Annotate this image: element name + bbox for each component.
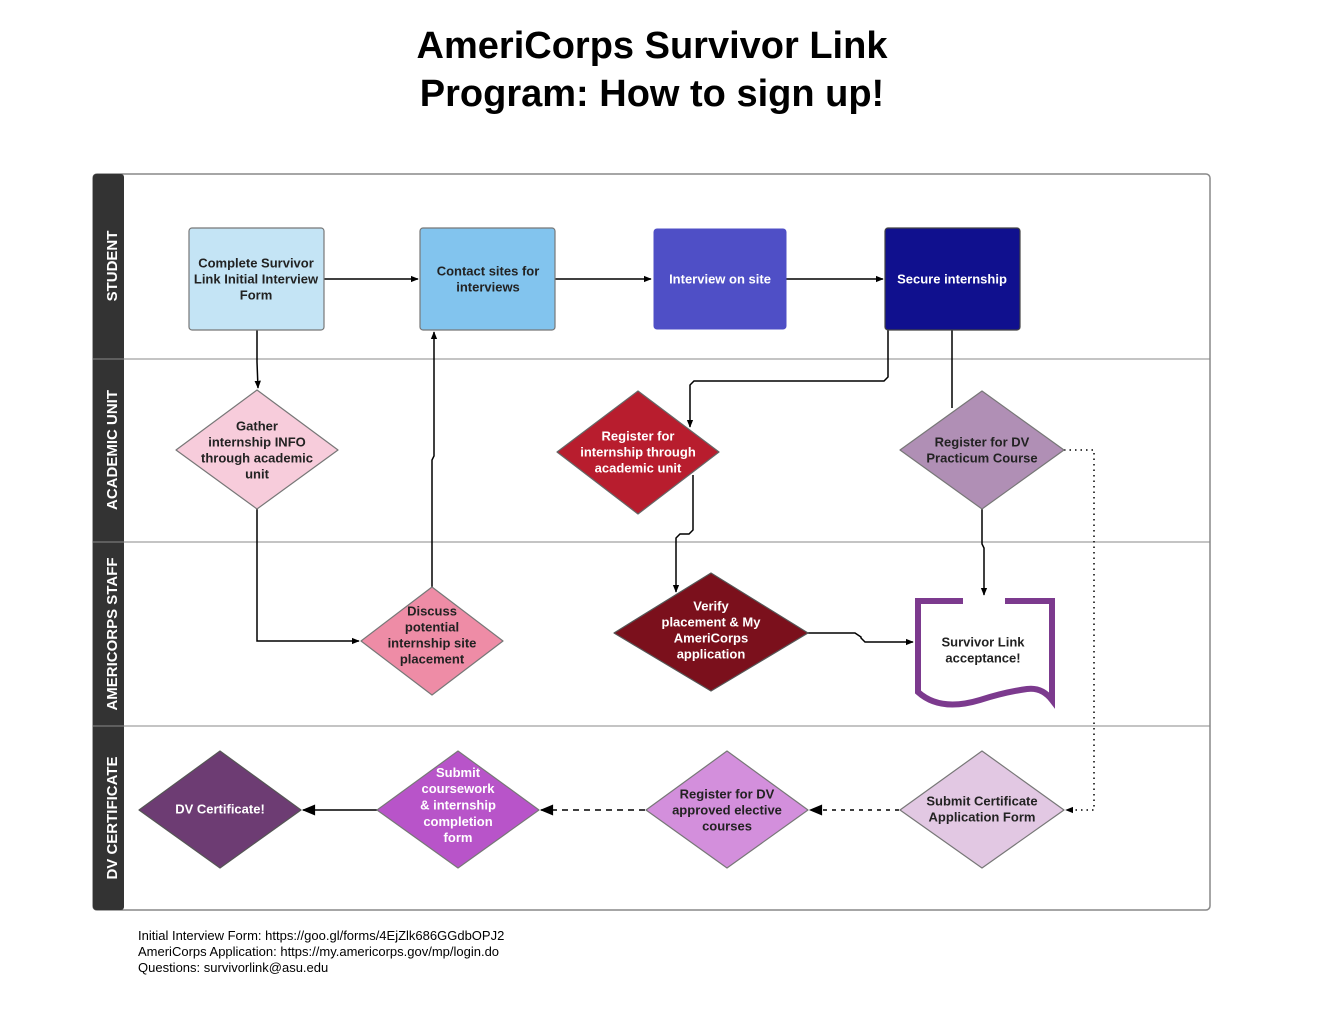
node-label-line: courses bbox=[702, 819, 752, 834]
footer-notes: Initial Interview Form: https://goo.gl/f… bbox=[138, 928, 504, 976]
node-label-line: placement bbox=[400, 652, 465, 667]
node-label-line: Complete Survivor bbox=[198, 256, 314, 271]
connector-verify-to-acceptance bbox=[807, 632, 914, 646]
node-label-line: AmeriCorps bbox=[674, 631, 748, 646]
lane-label-dv-certificate: DV CERTIFICATE bbox=[104, 756, 121, 879]
node-label-line: application bbox=[677, 647, 746, 662]
node-label-line: completion bbox=[423, 814, 492, 829]
node-label-line: internship INFO bbox=[208, 435, 306, 450]
footer-interview-form: Initial Interview Form: https://goo.gl/f… bbox=[138, 928, 505, 943]
node-label-line: Application Form bbox=[929, 810, 1036, 825]
node-label-line: coursework bbox=[422, 781, 496, 796]
node-label-line: Form bbox=[240, 288, 273, 303]
connector-form-to-gather bbox=[254, 330, 261, 389]
node-label-line: potential bbox=[405, 620, 459, 635]
lane-label-americorps-staff: AMERICORPS STAFF bbox=[104, 557, 121, 710]
lane-label-student: STUDENT bbox=[104, 231, 121, 302]
node-label-line: internship through bbox=[580, 445, 696, 460]
node-label-line: unit bbox=[245, 467, 269, 482]
lane-label-academic-unit: ACADEMIC UNIT bbox=[104, 390, 121, 510]
node-label-line: Discuss bbox=[407, 604, 457, 619]
connector-register-to-verify bbox=[672, 475, 694, 593]
node-label-line: through academic bbox=[201, 451, 313, 466]
node-label-line: Register for bbox=[602, 429, 675, 444]
connector-gather-to-discuss bbox=[256, 508, 360, 645]
node-label-line: Survivor Link bbox=[941, 635, 1025, 650]
node-label-line: Contact sites for bbox=[437, 264, 540, 279]
node-label-line: Gather bbox=[236, 419, 278, 434]
node-dv-certificate: DV Certificate! bbox=[138, 750, 302, 869]
connector-practicum-to-acceptance bbox=[980, 508, 988, 596]
node-label-line: DV Certificate! bbox=[175, 802, 265, 817]
svg-text:Interview on site: Interview on site bbox=[669, 272, 771, 287]
title-line-2: Program: How to sign up! bbox=[419, 73, 885, 115]
node-label-line: Verify bbox=[693, 599, 729, 614]
svg-text:DV Certificate!: DV Certificate! bbox=[175, 802, 265, 817]
node-label-line: Submit bbox=[436, 765, 481, 780]
footer-americorps-application: AmeriCorps Application: https://my.ameri… bbox=[138, 944, 500, 959]
connector-secure-to-register bbox=[686, 330, 889, 428]
node-label-line: placement & My bbox=[662, 615, 762, 630]
footer-questions: Questions: survivorlink@asu.edu bbox=[138, 960, 329, 975]
node-label-line: form bbox=[444, 830, 473, 845]
node-label-line: interviews bbox=[456, 280, 520, 295]
svg-text:Secure internship: Secure internship bbox=[897, 272, 1007, 287]
node-label-line: Interview on site bbox=[669, 272, 771, 287]
node-secure-internship: Secure internship bbox=[884, 227, 1021, 331]
node-label-line: & internship bbox=[420, 798, 496, 813]
connector-discuss-to-contact bbox=[430, 331, 438, 587]
node-label-line: approved elective bbox=[672, 803, 782, 818]
connectors bbox=[254, 275, 1095, 816]
node-label-line: Secure internship bbox=[897, 272, 1007, 287]
title-line-1: AmeriCorps Survivor Link bbox=[416, 25, 888, 67]
node-interview-on-site: Interview on site bbox=[653, 228, 787, 330]
node-label-line: Link Initial Interview bbox=[194, 272, 319, 287]
node-label-line: Practicum Course bbox=[926, 451, 1037, 466]
node-label-line: acceptance! bbox=[945, 651, 1020, 666]
page-title: AmeriCorps Survivor Link Program: How to… bbox=[0, 22, 1304, 118]
node-label-line: Register for DV bbox=[935, 435, 1030, 450]
connector-practicum-to-submit-application bbox=[1064, 449, 1095, 814]
node-label-line: Register for DV bbox=[680, 787, 775, 802]
node-label-line: academic unit bbox=[595, 461, 682, 476]
node-label-line: Submit Certificate bbox=[926, 794, 1037, 809]
node-label-line: internship site bbox=[388, 636, 477, 651]
